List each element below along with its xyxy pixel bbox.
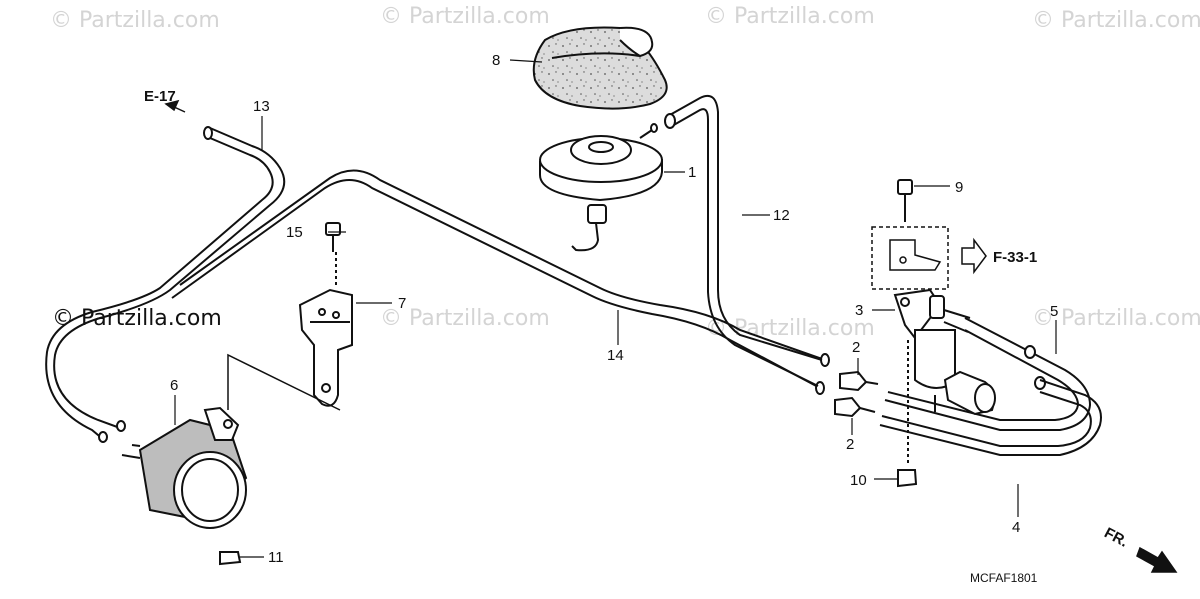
hose-13: [45, 126, 286, 443]
ref-e17: E-17: [144, 88, 176, 105]
watermark: © Partzilla.com: [380, 306, 550, 331]
fitting-part-2a: [839, 370, 879, 392]
part-label-13: 13: [253, 98, 270, 115]
ref-f331: F-33-1: [993, 249, 1037, 266]
part-label-3: 3: [855, 302, 863, 319]
solenoid-part-3: [893, 288, 996, 465]
part-label-5: 5: [1050, 303, 1058, 320]
watermark: © Partzilla.com: [1032, 8, 1200, 33]
part-label-8: 8: [492, 52, 500, 69]
part-label-14: 14: [607, 347, 624, 364]
fr-arrow-icon: [1136, 546, 1178, 573]
hose-4: [879, 379, 1102, 456]
watermark: © Partzilla.com: [50, 8, 220, 33]
part-label-1: 1: [688, 164, 696, 181]
part-label-11: 11: [268, 549, 284, 566]
f33-arrow: [961, 237, 987, 275]
watermark: © Partzilla.com: [705, 4, 875, 29]
watermark: © Partzilla.com: [380, 4, 550, 29]
part-label-4: 4: [1012, 519, 1020, 536]
part-label-12: 12: [773, 207, 790, 224]
part-label-2a: 2: [852, 339, 860, 356]
diaphragm-part-1: [539, 123, 663, 252]
hose-12: [664, 94, 823, 387]
nut-part-11: [219, 551, 242, 566]
part-label-6: 6: [170, 377, 178, 394]
fitting-part-2b: [834, 396, 876, 418]
diagram-code: MCFAF1801: [970, 571, 1038, 585]
e17-arrow: [164, 99, 186, 113]
canister-part-6: [121, 353, 341, 529]
bolt-part-9: [897, 179, 913, 222]
ref-fr: FR.: [1101, 524, 1130, 550]
part-label-10: 10: [850, 472, 867, 489]
cover-part-8: [532, 26, 668, 110]
part-label-7: 7: [398, 295, 406, 312]
detail-box: [871, 226, 949, 290]
nut-part-10: [897, 469, 918, 488]
part-label-9: 9: [955, 179, 963, 196]
bracket-part-7: [298, 288, 353, 407]
leader-lines: [174, 59, 1057, 558]
watermark: © Partzilla.com: [1032, 306, 1200, 331]
part-label-2b: 2: [846, 436, 854, 453]
part-label-15: 15: [286, 224, 303, 241]
